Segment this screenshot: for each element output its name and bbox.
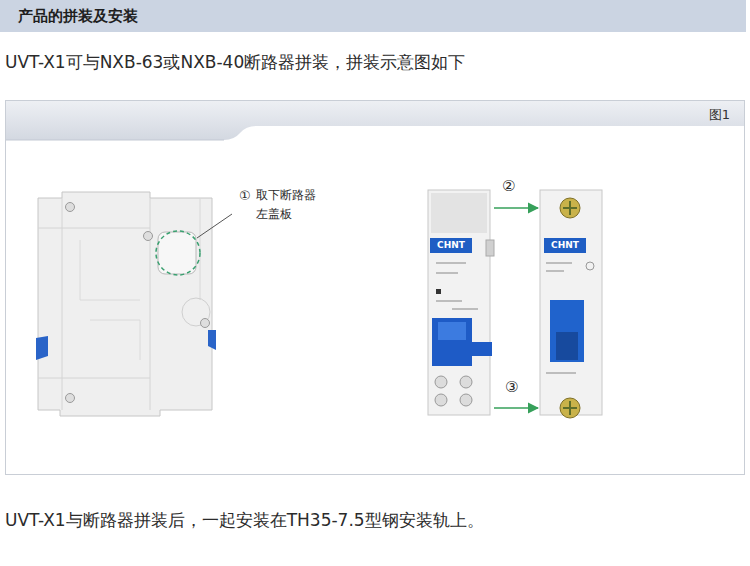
- print-line: [436, 300, 462, 302]
- toggle: [550, 300, 584, 362]
- toggle-lower: [556, 332, 578, 360]
- insert-arrow: [494, 407, 538, 409]
- logo-plate: [544, 238, 586, 253]
- figure-number: 图1: [6, 101, 744, 124]
- body-line: [38, 378, 150, 379]
- rivet: [66, 394, 75, 403]
- callout-number: ③: [505, 377, 518, 397]
- toggle-face: [438, 322, 466, 340]
- print-line: [546, 262, 572, 264]
- print-line: [436, 262, 466, 264]
- indicator: [436, 289, 441, 294]
- callout-number: ②: [502, 176, 515, 196]
- left-cover: [158, 232, 196, 274]
- toggle: [432, 318, 472, 366]
- clip: [36, 336, 48, 360]
- toggle-tab: [472, 342, 492, 356]
- insert-arrow: [494, 207, 538, 209]
- rivet: [144, 232, 153, 241]
- terminal-hole: [435, 376, 447, 388]
- rivet: [201, 319, 210, 328]
- band-edge: [5, 140, 224, 141]
- terminal-hole: [435, 394, 447, 406]
- breaker-body: [38, 192, 212, 416]
- intro-text: UVT-X1可与NXB-63或NXB-40断路器拼装，拼装示意图如下: [5, 50, 465, 74]
- device-body: [540, 190, 602, 415]
- brand-logo: CHNT: [544, 238, 586, 253]
- body-line: [80, 240, 140, 300]
- uvt-x1-device: [428, 190, 494, 415]
- print-line: [546, 372, 576, 374]
- panel-band: [5, 100, 745, 140]
- terminal-screw: [560, 398, 580, 418]
- note-text: UVT-X1与断路器拼装后，一起安装在TH35-7.5型钢安装轨上。: [5, 508, 484, 532]
- device-body: [428, 190, 490, 415]
- leader-line: [197, 214, 232, 238]
- callout-text: 取下断路器 左盖板: [256, 186, 319, 224]
- breaker-side-view: [36, 192, 216, 416]
- terminal-area: [431, 193, 487, 233]
- logo-plate: [430, 238, 472, 253]
- side-lever: [486, 240, 494, 256]
- print-line: [546, 270, 564, 272]
- figure-panel: 图1: [5, 100, 745, 475]
- terminal-screw: [560, 198, 580, 218]
- nxb-63-device: [540, 190, 602, 418]
- brand-logo: CHNT: [430, 238, 472, 253]
- print-mark: [586, 262, 594, 270]
- callout-number: ①: [239, 186, 251, 205]
- body-line: [90, 320, 140, 360]
- terminal-hole: [460, 394, 472, 406]
- print-line: [452, 308, 478, 310]
- clip: [208, 330, 216, 350]
- dashed-circle: [156, 231, 200, 275]
- section-title: 产品的拼装及安装: [18, 6, 138, 26]
- terminal-hole: [460, 376, 472, 388]
- screw-slot: [563, 201, 577, 215]
- print-line: [436, 272, 458, 274]
- header-bar: [0, 0, 746, 32]
- rivet: [66, 203, 75, 212]
- screw-slot: [563, 401, 577, 415]
- body-line: [38, 228, 150, 229]
